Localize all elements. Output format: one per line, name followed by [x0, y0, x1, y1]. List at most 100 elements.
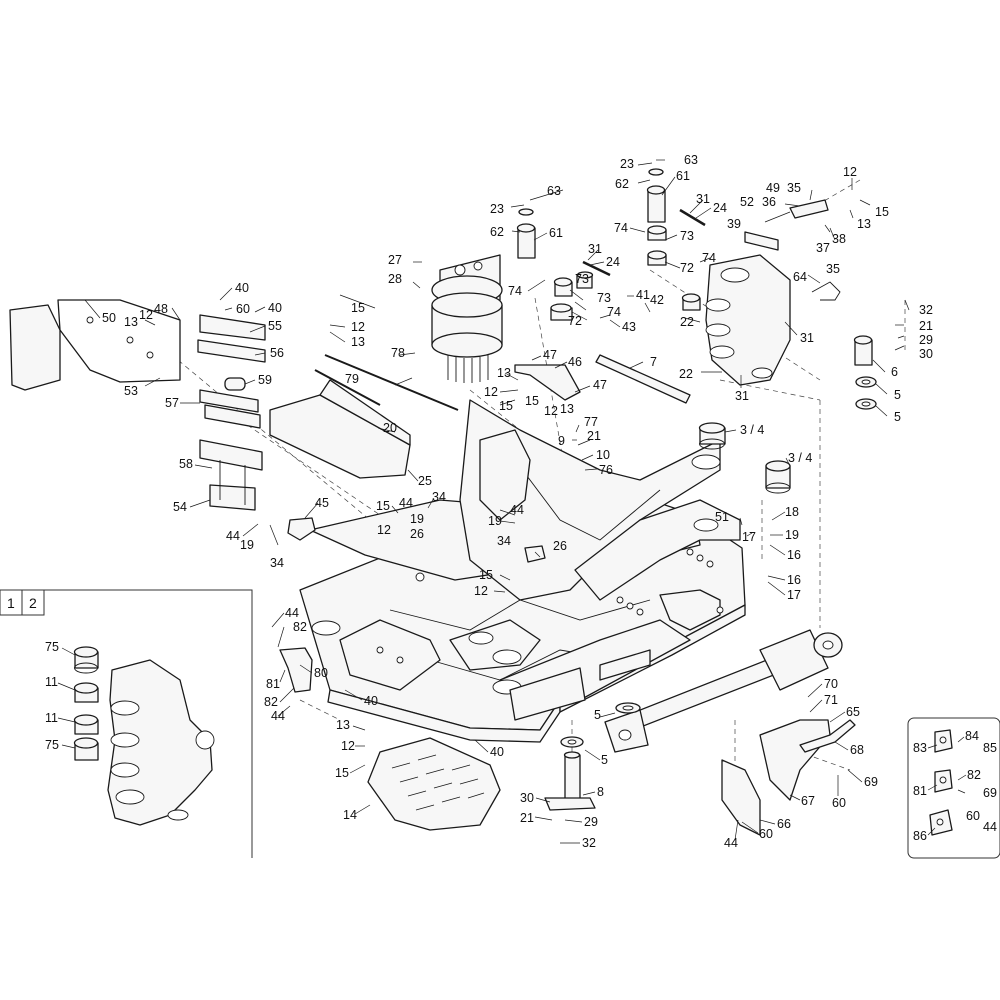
callout-3-4a: 3 / 4 — [740, 423, 764, 437]
callout-57: 57 — [165, 396, 179, 410]
clamp-57-59 — [199, 377, 261, 429]
pin-61-left — [516, 208, 536, 259]
callout-55: 55 — [268, 319, 282, 333]
side-cover — [9, 304, 61, 391]
callout-60d: 60 — [966, 809, 980, 823]
inset-bracket-86 — [929, 809, 953, 836]
callout-24a: 24 — [713, 201, 727, 215]
callout-69b: 69 — [983, 786, 997, 800]
callout-74d: 74 — [607, 305, 621, 319]
clamp-58-54 — [199, 439, 263, 511]
callout-15e: 15 — [376, 499, 390, 513]
callout-47b: 47 — [593, 378, 607, 392]
callout-13d: 13 — [124, 315, 138, 329]
svg-text:2: 2 — [29, 595, 37, 611]
callout-18: 18 — [785, 505, 799, 519]
callout-69: 69 — [864, 775, 878, 789]
callout-12h: 12 — [341, 739, 355, 753]
callout-3-4b: 3 / 4 — [788, 451, 812, 465]
callout-34c: 34 — [497, 534, 511, 548]
callout-73c: 73 — [597, 291, 611, 305]
callout-72a: 72 — [680, 261, 694, 275]
callout-labels: 63 23 62 61 31 24 74 73 72 74 49 35 36 5… — [45, 153, 997, 850]
callout-73b: 73 — [575, 272, 589, 286]
pin-6 — [853, 335, 873, 366]
hook-64 — [811, 281, 841, 301]
callout-12a: 12 — [843, 165, 857, 179]
callout-13b: 13 — [497, 366, 511, 380]
callout-25: 25 — [418, 474, 432, 488]
callout-82c: 82 — [967, 768, 981, 782]
callout-17b: 17 — [787, 588, 801, 602]
callout-23a: 23 — [620, 157, 634, 171]
callout-22a: 22 — [680, 315, 694, 329]
tab-2[interactable]: 2 — [29, 595, 37, 611]
callout-29b: 29 — [584, 815, 598, 829]
callout-31c: 31 — [735, 389, 749, 403]
callout-5c: 5 — [594, 708, 601, 722]
inset-bushing-11-bottom — [73, 714, 99, 735]
callout-20: 20 — [383, 421, 397, 435]
callout-8: 8 — [597, 785, 604, 799]
svg-text:1: 1 — [7, 595, 15, 611]
callout-26b: 26 — [553, 539, 567, 553]
pivot-bracket-31 — [705, 254, 791, 386]
callout-41: 41 — [636, 288, 650, 302]
hook-26 — [524, 545, 546, 563]
callout-30a: 30 — [919, 347, 933, 361]
washer-5-pin — [560, 736, 584, 748]
callout-12b: 12 — [484, 385, 498, 399]
callout-80: 80 — [314, 666, 328, 680]
callout-34b: 34 — [432, 490, 446, 504]
callout-84: 84 — [965, 729, 979, 743]
callout-66: 66 — [777, 817, 791, 831]
callout-78: 78 — [391, 346, 405, 360]
callout-27: 27 — [388, 253, 402, 267]
callout-81b: 81 — [913, 784, 927, 798]
callout-32b: 32 — [582, 836, 596, 850]
callout-10: 10 — [596, 448, 610, 462]
rod-24-right — [679, 208, 706, 227]
callout-48: 48 — [154, 302, 168, 316]
callout-56: 56 — [270, 346, 284, 360]
callout-11b: 11 — [45, 711, 58, 725]
rod-24-left — [582, 260, 611, 277]
callout-28: 28 — [388, 272, 402, 286]
callout-60a: 60 — [236, 302, 250, 316]
callout-40a: 40 — [235, 281, 249, 295]
callout-16a: 16 — [787, 548, 801, 562]
inset-frame-left — [0, 589, 253, 858]
callout-23b: 23 — [490, 202, 504, 216]
callout-64: 64 — [793, 270, 807, 284]
callout-44c: 44 — [510, 503, 524, 517]
callout-5a: 5 — [894, 388, 901, 402]
callout-12e: 12 — [351, 320, 365, 334]
callout-15a: 15 — [875, 205, 889, 219]
callout-62a: 62 — [615, 177, 629, 191]
tab-1[interactable]: 1 — [7, 595, 15, 611]
callout-6: 6 — [891, 365, 898, 379]
strip-68 — [799, 719, 856, 753]
callout-21a: 21 — [919, 319, 933, 333]
callout-63b: 63 — [547, 184, 561, 198]
callout-38: 38 — [832, 232, 846, 246]
callout-12d: 12 — [139, 308, 153, 322]
callout-60c: 60 — [759, 827, 773, 841]
callout-44d: 44 — [285, 606, 299, 620]
callout-36: 36 — [762, 195, 776, 209]
inset-bushing-75-bottom — [73, 737, 99, 761]
callout-79: 79 — [345, 372, 359, 386]
pin-8 — [544, 751, 596, 811]
callout-86: 86 — [913, 829, 927, 843]
callout-72b: 72 — [568, 314, 582, 328]
callout-67: 67 — [801, 794, 815, 808]
callout-54: 54 — [173, 500, 187, 514]
callout-73a: 73 — [680, 229, 694, 243]
callout-44a: 44 — [226, 529, 240, 543]
callout-13a: 13 — [857, 217, 871, 231]
callout-12g: 12 — [474, 584, 488, 598]
callout-19b: 19 — [410, 512, 424, 526]
callout-31a: 31 — [696, 192, 710, 206]
callout-13e: 13 — [351, 335, 365, 349]
callout-75a: 75 — [45, 640, 59, 654]
